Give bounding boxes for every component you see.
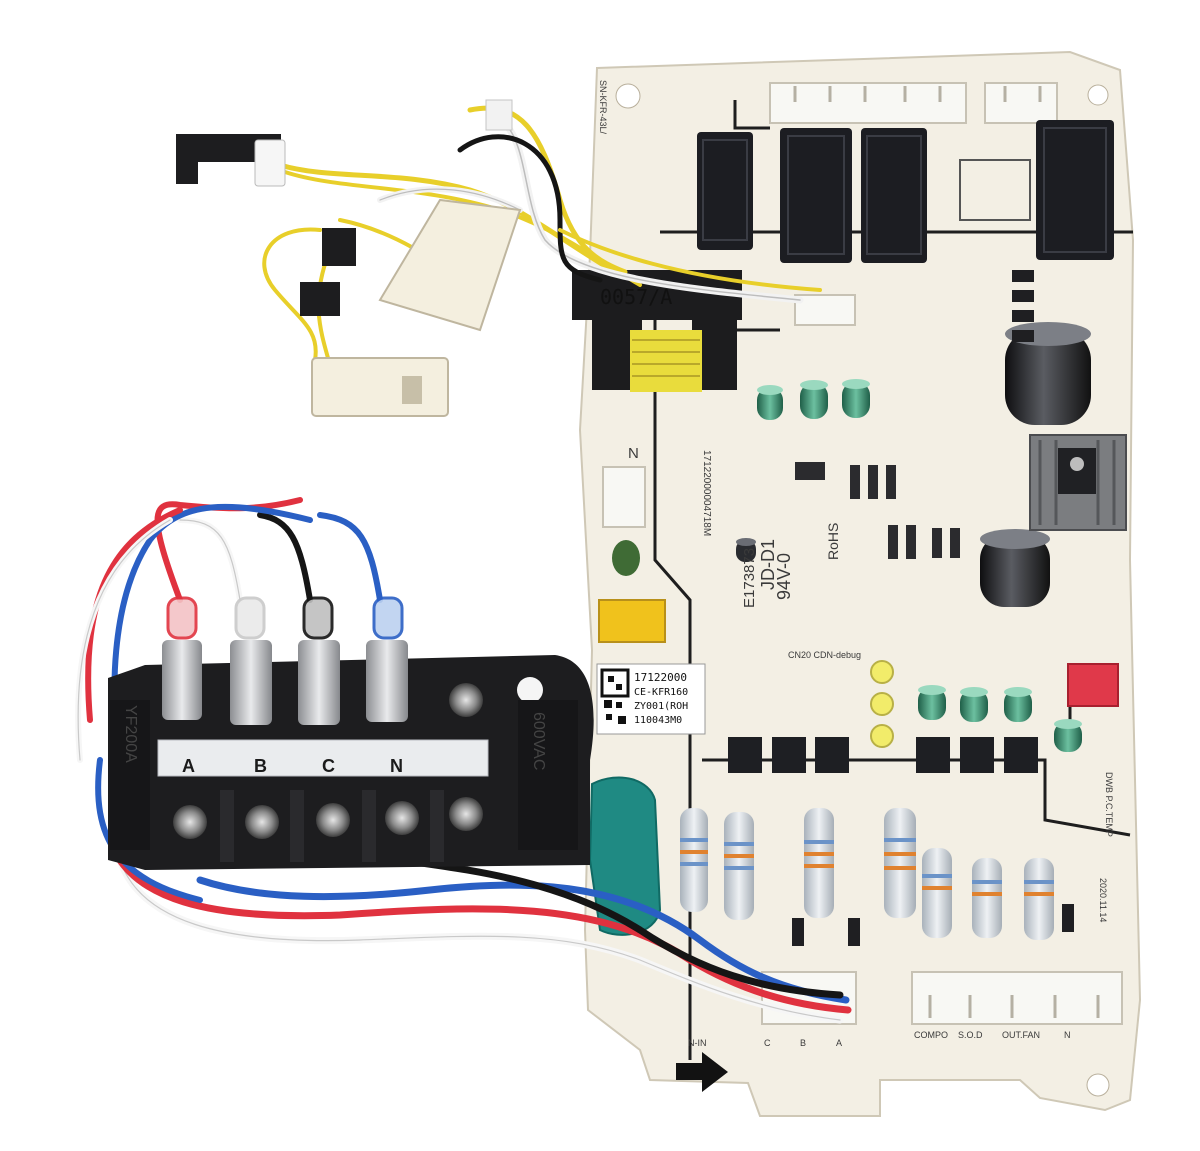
- screw: [316, 803, 350, 837]
- qr-sticker: 17122000 CE-KFR160 ZY001(ROH 110043M0: [596, 663, 706, 735]
- terminal-wires: [75, 497, 852, 1024]
- small-connector: [794, 294, 856, 326]
- optocouplers: [728, 737, 1038, 773]
- arrow-icon: [676, 1052, 728, 1092]
- qr-line-3: ZY001(ROH: [634, 701, 688, 712]
- bottom-label-a: A: [836, 1038, 842, 1048]
- mount-hole: [615, 83, 641, 109]
- terminal-side-left: YF200A: [122, 705, 139, 763]
- varistor: [612, 540, 640, 576]
- temp-label: DWB P.C.TEMP: [1104, 772, 1114, 837]
- date-code: 2020.11.14: [1098, 878, 1108, 922]
- bottom-label-nin: N-IN: [688, 1038, 707, 1048]
- power-resistors: [680, 808, 1054, 940]
- part-number: 17122000004718M: [701, 450, 712, 536]
- red-jumper: [1067, 663, 1119, 707]
- harness-connectors: [176, 99, 522, 417]
- qr-line-2: CE-KFR160: [634, 687, 688, 698]
- silkscreen: RoHS JD-D1 94V-0 E173873 N 1712200000471…: [598, 80, 1114, 1048]
- conn-label-compo: COMPO: [914, 1030, 948, 1040]
- mount-hole: [1086, 1073, 1110, 1097]
- debug-label: CN20 CDN-debug: [788, 650, 861, 660]
- rating-mark: 94V-0: [774, 553, 794, 600]
- terminal-side-right: 600VAC: [530, 712, 547, 770]
- conn-label-sod: S.O.D: [958, 1030, 983, 1040]
- heatsink-regulator: [1029, 434, 1127, 531]
- screw: [385, 801, 419, 835]
- terminal-label-strip: [157, 739, 489, 777]
- led: [870, 660, 894, 684]
- relays: [697, 120, 1114, 263]
- leds: [870, 660, 894, 748]
- rohs-mark: RoHS: [825, 523, 841, 560]
- screw: [173, 805, 207, 839]
- side-connector: [602, 466, 646, 528]
- crimp-lugs: [162, 596, 408, 725]
- qr-line-4: 110043M0: [634, 715, 682, 726]
- mount-hole: [1087, 84, 1109, 106]
- relay: [1036, 120, 1114, 260]
- relay: [697, 132, 753, 250]
- terminal-label-c: C: [322, 756, 335, 776]
- screw: [245, 805, 279, 839]
- terminal-block: A B C N YF200A 600VAC: [108, 596, 594, 870]
- terminal-label-a: A: [182, 756, 195, 776]
- small-capacitors: [736, 379, 1082, 752]
- cert-mark: E173873: [741, 548, 758, 608]
- bottom-connectors: [761, 971, 1123, 1025]
- screw: [449, 797, 483, 831]
- transformer-marking: 0057/A: [600, 285, 672, 309]
- smd-components: [795, 462, 960, 559]
- relay: [861, 128, 927, 263]
- bottom-label-c: C: [764, 1038, 771, 1048]
- qr-line-1: 17122000: [634, 671, 687, 684]
- terminal-label-n: N: [390, 756, 403, 776]
- n-mark: N: [628, 445, 639, 462]
- left-edge-label: SN-KFR-43L/: [598, 80, 608, 135]
- jd-mark: JD-D1: [758, 539, 778, 590]
- diodes: [792, 270, 1074, 946]
- bottom-label-b: B: [800, 1038, 806, 1048]
- conn-label-outfan: OUT.FAN: [1002, 1030, 1040, 1040]
- film-capacitor: [598, 599, 666, 643]
- led: [870, 724, 894, 748]
- terminal-label-b: B: [254, 756, 267, 776]
- screw: [449, 683, 483, 717]
- conn-label-n: N: [1064, 1030, 1071, 1040]
- relay: [780, 128, 852, 263]
- led: [870, 692, 894, 716]
- top-connectors: [769, 82, 1058, 124]
- terminal-screws: [173, 683, 483, 839]
